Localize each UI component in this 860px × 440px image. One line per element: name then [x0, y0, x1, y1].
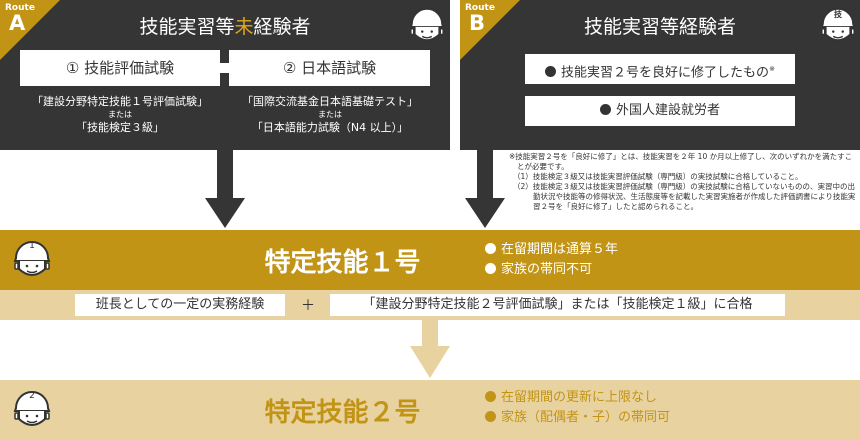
connector [220, 63, 230, 73]
level2-bullets: 在留期間の更新に上限なし 家族（配偶者・子）の帯同可 [485, 388, 670, 428]
route-b-corner [460, 0, 520, 60]
route-b-title: 技能実習等経験者 [583, 16, 736, 38]
exam1-detail: 「建設分野特定技能１号評価試験」または「技能検定３級」 [32, 95, 208, 134]
level1-bullets: 在留期間は通算５年 家族の帯同不可 [485, 240, 618, 280]
arrow-down-icon [205, 150, 245, 228]
route-b-panel: Route B 技能実習等経験者 技 技能実習２号を良好に修了したもの※ 外国人… [460, 0, 860, 150]
bullet-item: 在留期間の更新に上限なし [485, 388, 670, 408]
route-a-title: 技能実習等未経験者 [139, 16, 311, 38]
level2-title: 特定技能２号 [264, 398, 421, 428]
level1-badge: 1 [29, 241, 35, 251]
exam2-detail: 「国際交流基金日本語基礎テスト」または「日本語能力試験（N4 以上）」 [242, 95, 418, 134]
route-a-letter: A [9, 11, 26, 35]
route-a-panel: Route A 技能実習等未経験者 ① 技能評価試験 ② 日本語試験 「建設分野… [0, 0, 450, 150]
bullet-item: 在留期間は通算５年 [485, 240, 618, 260]
exam1-box: ① 技能評価試験 [20, 50, 220, 86]
route-a-label: Route [5, 3, 35, 13]
exam2-box: ② 日本語試験 [229, 50, 430, 86]
worker-face-icon [408, 5, 446, 45]
level2-band: 2 特定技能２号 在留期間の更新に上限なし 家族（配偶者・子）の帯同可 [0, 380, 860, 440]
bullet-item: 家族（配偶者・子）の帯同可 [485, 408, 670, 428]
route-b-letter: B [469, 11, 486, 35]
level1-band: 1 特定技能１号 在留期間は通算５年 家族の帯同不可 [0, 230, 860, 290]
criteria-item-1: 技能実習２号を良好に修了したもの※ [525, 54, 795, 84]
requirement-experience: 班長としての一定の実務経験 [75, 294, 285, 316]
route-b-label: Route [465, 3, 495, 13]
criteria-item-2: 外国人建設就労者 [525, 96, 795, 126]
bullet-item: 家族の帯同不可 [485, 260, 618, 280]
arrow-down-icon [465, 150, 505, 228]
requirement-exam: 「建設分野特定技能２号評価試験」または「技能検定１級」に合格 [330, 294, 785, 316]
arrow-down-icon [410, 320, 450, 378]
plus-sign: ＋ [301, 298, 315, 314]
requirement-band: 班長としての一定の実務経験 ＋ 「建設分野特定技能２号評価試験」または「技能検定… [0, 290, 860, 320]
level2-badge: 2 [29, 391, 35, 401]
footnote: ※技能実習２号を「良好に修了」とは、技能実習を２年 10 か月以上修了し、次のい… [509, 152, 856, 211]
level1-title: 特定技能１号 [264, 248, 421, 278]
face-badge: 技 [834, 10, 842, 19]
